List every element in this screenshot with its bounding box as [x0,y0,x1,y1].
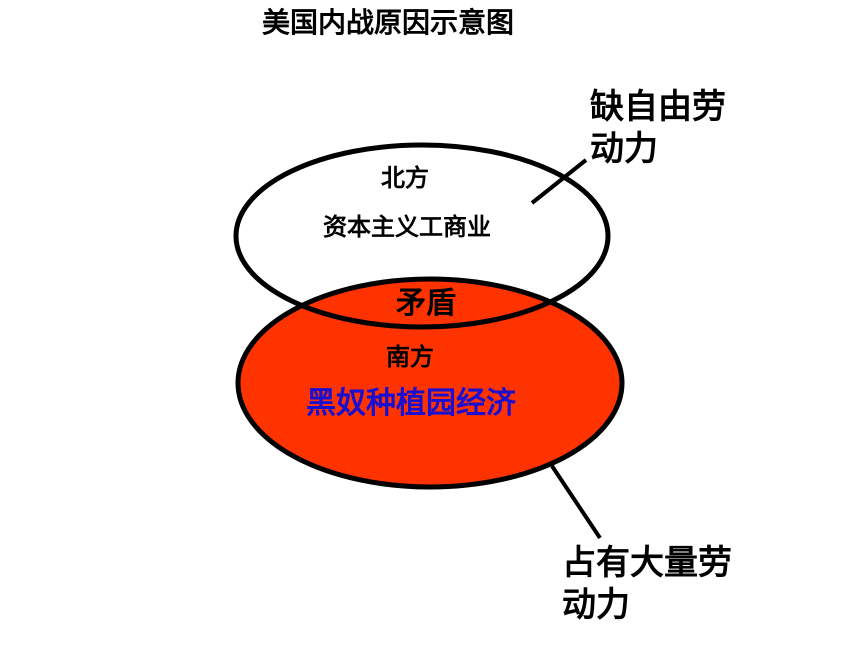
north-labor-note: 缺自由劳 动力 [590,86,726,170]
north-region-label: 北方 [381,164,429,192]
conflict-label: 矛盾 [396,286,456,321]
north-ellipse [233,142,611,330]
south-region-label: 南方 [386,343,434,371]
south-ellipse [235,276,625,490]
south-labor-note: 占有大量劳 动力 [562,542,732,626]
diagram-title: 美国内战原因示意图 [262,6,515,39]
south-economy-label: 黑奴种植园经济 [306,386,516,421]
north-economy-label: 资本主义工商业 [323,213,491,241]
south-labor-note-line1: 占有大量劳 [562,543,732,583]
south-labor-note-line2: 动力 [562,585,630,625]
north-labor-note-line1: 缺自由劳 [590,87,726,127]
north-labor-note-line2: 动力 [590,129,658,169]
south-leader-line [550,464,602,540]
north-leader-line [530,158,588,205]
